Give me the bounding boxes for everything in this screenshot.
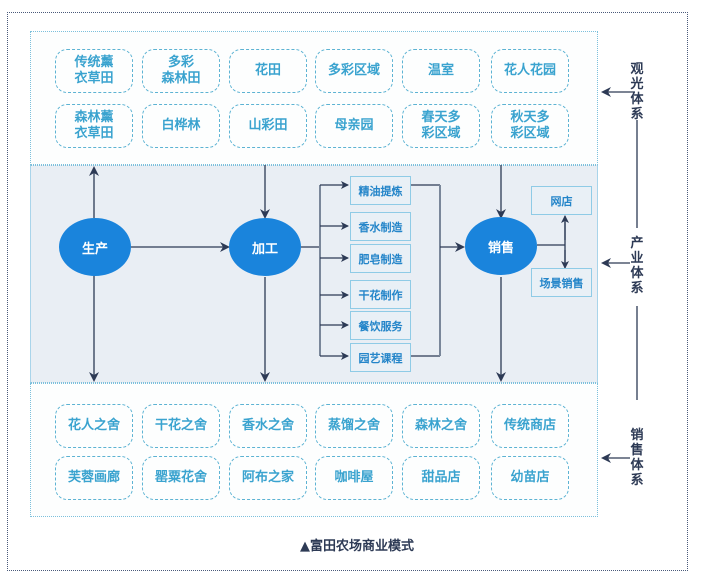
sales-item: 幼苗店 (491, 456, 569, 500)
sales-item: 芙蓉画廊 (55, 456, 133, 500)
channel-online-store: 网店 (531, 186, 592, 215)
process-item: 肥皂制造 (350, 244, 411, 273)
sales-item: 甜品店 (402, 456, 480, 500)
sales-item: 阿布之家 (229, 456, 307, 500)
label-tourism-system: 观光体系 (630, 62, 644, 122)
tourism-item: 多彩 森林田 (142, 49, 220, 93)
sales-item: 罂粟花舍 (142, 456, 220, 500)
sales-item: 咖啡屋 (315, 456, 393, 500)
tourism-item: 春天多 彩区域 (402, 104, 480, 148)
sales-item: 香水之舍 (229, 404, 307, 448)
node-sales: 销售 (465, 217, 537, 275)
sales-item: 干花之舍 (142, 404, 220, 448)
sales-item: 蒸馏之舍 (315, 404, 393, 448)
sales-item: 森林之舍 (402, 404, 480, 448)
tourism-item: 母亲园 (315, 104, 393, 148)
tourism-item: 秋天多 彩区域 (491, 104, 569, 148)
sales-item: 花人之舍 (55, 404, 133, 448)
tourism-item: 多彩区域 (315, 49, 393, 93)
tourism-item: 森林薰 衣草田 (55, 104, 133, 148)
tourism-item: 花田 (229, 49, 307, 93)
process-item: 干花制作 (350, 280, 411, 309)
process-item: 餐饮服务 (350, 311, 411, 340)
label-industry-system: 产业体系 (630, 236, 644, 296)
tourism-item: 花人花园 (491, 49, 569, 93)
process-item: 香水制造 (350, 212, 411, 241)
tourism-item: 白桦林 (142, 104, 220, 148)
sales-item: 传统商店 (491, 404, 569, 448)
process-item: 园艺课程 (350, 343, 411, 372)
tourism-item: 山彩田 (229, 104, 307, 148)
tourism-item: 传统薰 衣草田 (55, 49, 133, 93)
figure-caption: ▲富田农场商业模式 (300, 539, 414, 554)
label-sales-system: 销售体系 (630, 428, 644, 488)
process-item: 精油提炼 (350, 176, 411, 205)
node-processing: 加工 (229, 218, 301, 276)
node-production: 生产 (59, 218, 131, 276)
tourism-item: 温室 (402, 49, 480, 93)
diagram-frame (7, 12, 688, 571)
channel-scene-sales: 场景销售 (531, 268, 592, 297)
